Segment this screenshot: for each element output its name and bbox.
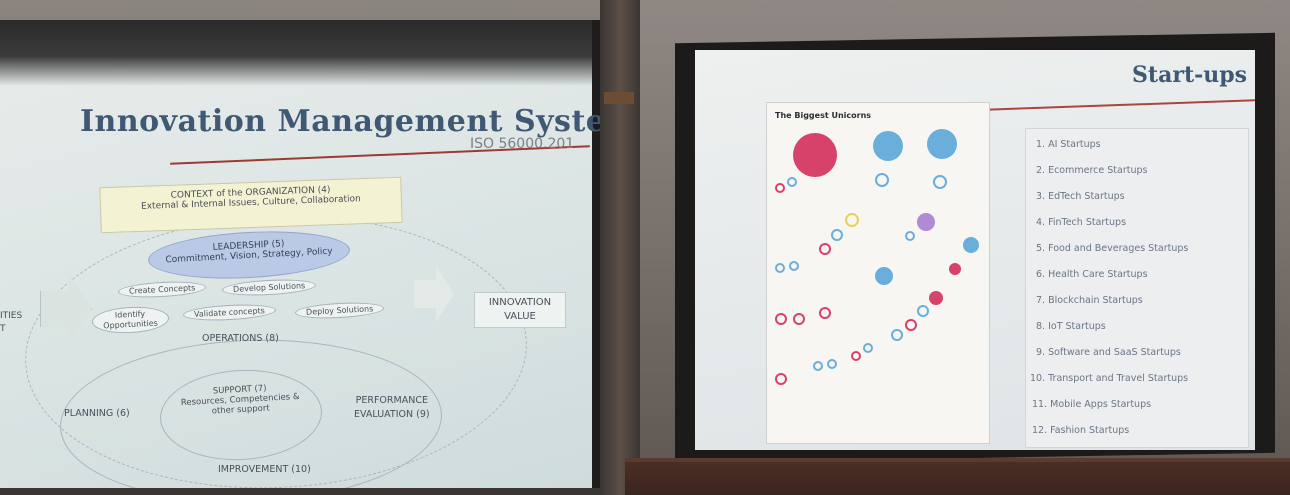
screen-frame-edge bbox=[592, 20, 600, 492]
performance-evaluation-label: PERFORMANCE EVALUATION (9) bbox=[354, 394, 430, 422]
list-item: 7. Blockchain Startups bbox=[1036, 295, 1143, 306]
bubble-pink-2 bbox=[819, 243, 831, 255]
list-item: 5. Food and Beverages Startups bbox=[1036, 243, 1189, 254]
identify-line2: Opportunities bbox=[103, 318, 159, 331]
list-item: 2. Ecommerce Startups bbox=[1036, 165, 1148, 176]
list-item: 11. Mobile Apps Startups bbox=[1032, 399, 1152, 410]
bubble-blue-3 bbox=[875, 173, 889, 187]
bubble-blue-8 bbox=[775, 263, 785, 273]
performance-line2: EVALUATION (9) bbox=[354, 409, 430, 420]
bubble-yellow bbox=[845, 213, 859, 227]
bubble-purple bbox=[917, 213, 935, 231]
bubble-blue-1 bbox=[873, 131, 903, 161]
bubble-pink-5 bbox=[793, 313, 805, 325]
wood-trim bbox=[604, 92, 634, 104]
operations-label: OPERATIONS (8) bbox=[202, 333, 279, 344]
wall-pillar bbox=[600, 0, 640, 495]
bubble-blue-9 bbox=[789, 261, 799, 271]
list-item: 10. Transport and Travel Startups bbox=[1030, 373, 1189, 384]
bubble-pink-10 bbox=[775, 373, 787, 385]
opportunities-label-cut: ITIES T bbox=[0, 310, 40, 336]
bubble-blue-6 bbox=[905, 231, 915, 241]
planning-label: PLANNING (6) bbox=[64, 408, 130, 419]
list-item: 12. Fashion Startups bbox=[1032, 425, 1130, 436]
left-floor-edge bbox=[0, 488, 600, 495]
desk bbox=[625, 462, 1290, 495]
screen-top-shadow bbox=[0, 20, 600, 86]
bubble-blue-10 bbox=[875, 267, 893, 285]
bubble-blue-12 bbox=[891, 329, 903, 341]
list-item: 9. Software and SaaS Startups bbox=[1036, 347, 1181, 358]
slide-title-startups: Start-ups bbox=[1132, 62, 1247, 88]
bubble-pink-9 bbox=[851, 351, 861, 361]
bubble-blue-2 bbox=[927, 129, 957, 159]
bubble-blue-4 bbox=[933, 175, 947, 189]
innovation-value-box: INNOVATION VALUE bbox=[474, 292, 566, 328]
bubble-pink-7 bbox=[929, 291, 943, 305]
desk-edge bbox=[625, 458, 1290, 464]
bubble-blue-14 bbox=[813, 361, 823, 371]
title-underline-right bbox=[985, 99, 1255, 111]
startup-categories-list: 1. AI Startups 2. Ecommerce Startups 3. … bbox=[1025, 128, 1249, 448]
list-item: 6. Health Care Startups bbox=[1036, 269, 1148, 280]
list-item: 4. FinTech Startups bbox=[1036, 217, 1127, 228]
bubble-blue-15 bbox=[827, 359, 837, 369]
bubble-blue-5 bbox=[831, 229, 843, 241]
bubble-blue-7 bbox=[963, 237, 979, 253]
list-item: 8. IoT Startups bbox=[1036, 321, 1106, 332]
poster-title: The Biggest Unicorns bbox=[775, 111, 872, 120]
slide-title: Innovation Management System bbox=[80, 104, 600, 139]
unicorns-poster: The Biggest Unicorns bbox=[767, 103, 989, 443]
bubble-pink-4 bbox=[775, 313, 787, 325]
list-item: 3. EdTech Startups bbox=[1036, 191, 1125, 202]
innovation-value-line2: VALUE bbox=[504, 311, 536, 322]
improvement-label: IMPROVEMENT (10) bbox=[218, 464, 311, 475]
bubble-pink-8 bbox=[905, 319, 917, 331]
bubble-blue-13 bbox=[863, 343, 873, 353]
bubble-pink-3 bbox=[949, 263, 961, 275]
iso-standard-label: ISO 56000.201 bbox=[470, 136, 575, 152]
right-projection-screen: Start-ups The Biggest Unicorns 1. bbox=[695, 50, 1255, 450]
cut-label-line1: ITIES bbox=[0, 311, 23, 321]
bubble-large-pink bbox=[793, 133, 837, 177]
bubble-small-blue bbox=[787, 177, 797, 187]
innovation-value-line1: INNOVATION bbox=[488, 297, 552, 308]
bubble-blue-11 bbox=[917, 305, 929, 317]
bubble-small-pink bbox=[775, 183, 785, 193]
left-projection-screen: Innovation Management System ISO 56000.2… bbox=[0, 20, 600, 492]
bubble-pink-6 bbox=[819, 307, 831, 319]
performance-line1: PERFORMANCE bbox=[355, 395, 428, 406]
list-item: 1. AI Startups bbox=[1036, 139, 1101, 150]
cut-label-line2: T bbox=[0, 324, 6, 334]
